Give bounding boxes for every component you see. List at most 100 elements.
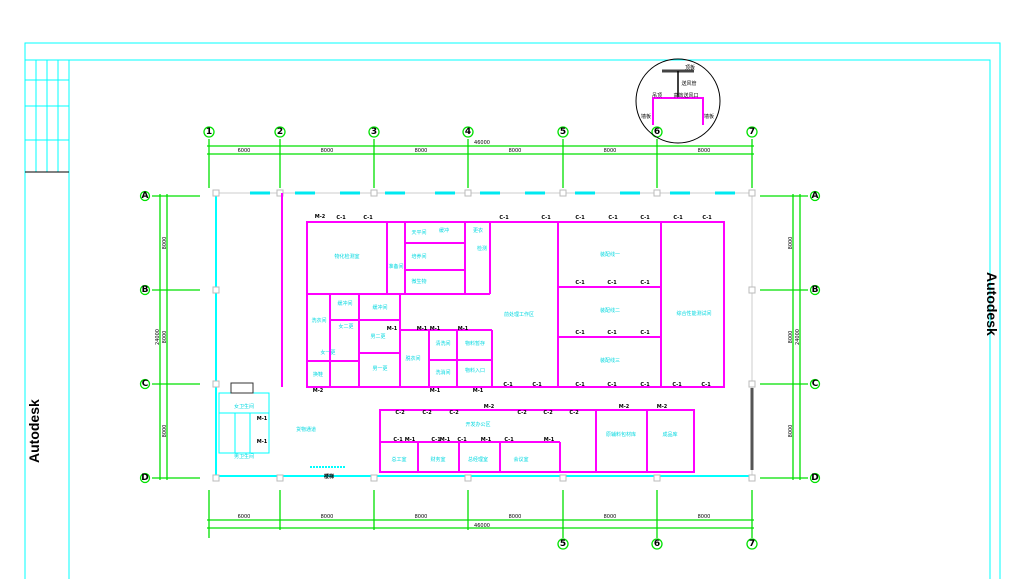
svg-text:M-1: M-1: [473, 388, 484, 394]
svg-text:女卫生间: 女卫生间: [234, 403, 254, 410]
svg-text:C-2: C-2: [517, 410, 527, 416]
svg-text:46000: 46000: [474, 523, 490, 529]
svg-text:C-2: C-2: [569, 410, 579, 416]
svg-text:M-1: M-1: [430, 326, 441, 332]
svg-text:脱衣间: 脱衣间: [405, 355, 420, 362]
svg-text:8000: 8000: [788, 425, 794, 438]
svg-text:会议室: 会议室: [513, 456, 528, 463]
svg-text:A: A: [812, 191, 819, 201]
svg-text:M-2: M-2: [657, 404, 668, 410]
svg-text:8000: 8000: [698, 148, 711, 154]
svg-text:C-1: C-1: [672, 382, 682, 388]
svg-text:C-2: C-2: [395, 410, 405, 416]
svg-text:总经理室: 总经理室: [468, 456, 488, 463]
svg-text:C-2: C-2: [449, 410, 459, 416]
svg-text:C: C: [812, 379, 819, 389]
section-detail: 顶板 送风管 吊顶 高效送风口 墙板 墙板: [635, 58, 721, 144]
svg-text:C-1: C-1: [673, 215, 683, 221]
svg-text:B: B: [812, 285, 819, 295]
svg-text:物料入口: 物料入口: [465, 367, 485, 374]
svg-text:8000: 8000: [698, 514, 711, 520]
svg-text:男一更: 男一更: [372, 366, 387, 372]
svg-text:C-1: C-1: [640, 382, 650, 388]
svg-text:C-1: C-1: [575, 382, 585, 388]
svg-text:6: 6: [654, 127, 660, 137]
exterior-walls: [212, 189, 756, 482]
svg-text:财务室: 财务室: [430, 456, 445, 463]
svg-text:C-1: C-1: [503, 382, 513, 388]
svg-text:D: D: [141, 473, 148, 483]
svg-text:准备间: 准备间: [388, 263, 403, 270]
svg-text:46000: 46000: [474, 140, 490, 146]
svg-text:8000: 8000: [162, 237, 168, 250]
svg-text:M-1: M-1: [257, 439, 268, 445]
svg-text:24000: 24000: [795, 329, 801, 345]
svg-text:C-1: C-1: [640, 280, 650, 286]
svg-text:更衣: 更衣: [473, 227, 483, 234]
outer-frame: [24, 42, 1001, 579]
svg-text:C-1: C-1: [701, 382, 711, 388]
svg-text:M-1: M-1: [544, 437, 555, 443]
interior-walls: [281, 193, 725, 473]
svg-text:男卫生间: 男卫生间: [234, 453, 254, 460]
svg-text:前处理工作区: 前处理工作区: [504, 311, 534, 318]
svg-text:1: 1: [206, 127, 212, 137]
svg-text:检测: 检测: [477, 245, 487, 252]
svg-text:清洗间: 清洗间: [435, 340, 450, 347]
svg-text:C-2: C-2: [543, 410, 553, 416]
svg-text:8000: 8000: [788, 237, 794, 250]
inner-frame: [68, 59, 991, 579]
svg-text:墙板: 墙板: [641, 113, 651, 120]
svg-text:M-1: M-1: [481, 437, 492, 443]
svg-text:楼梯: 楼梯: [324, 473, 334, 480]
svg-text:装配线一: 装配线一: [600, 251, 620, 258]
svg-text:6: 6: [654, 539, 660, 549]
svg-text:C-2: C-2: [422, 410, 432, 416]
brand-right: Autodesk: [984, 272, 1000, 336]
svg-text:M-1: M-1: [430, 388, 441, 394]
svg-text:货物通道: 货物通道: [296, 426, 316, 433]
svg-text:8000: 8000: [415, 514, 428, 520]
svg-text:4: 4: [465, 127, 471, 137]
svg-text:D: D: [811, 473, 818, 483]
svg-text:5: 5: [560, 127, 566, 137]
svg-text:8000: 8000: [162, 331, 168, 344]
svg-text:M-1: M-1: [458, 326, 469, 332]
svg-text:开发办公区: 开发办公区: [465, 421, 490, 428]
svg-text:B: B: [142, 285, 149, 295]
svg-text:物料暂存: 物料暂存: [465, 340, 485, 347]
svg-text:C-1: C-1: [457, 437, 467, 443]
svg-text:缓冲间: 缓冲间: [337, 300, 352, 307]
title-block: [24, 59, 70, 173]
svg-text:5: 5: [560, 539, 566, 549]
svg-text:微生物: 微生物: [411, 278, 426, 285]
svg-text:男二更: 男二更: [370, 334, 385, 340]
svg-text:7: 7: [749, 539, 755, 549]
svg-text:顶板: 顶板: [685, 64, 695, 71]
svg-text:C-1: C-1: [499, 215, 509, 221]
svg-text:C-1: C-1: [575, 215, 585, 221]
svg-text:8000: 8000: [162, 425, 168, 438]
svg-text:8000: 8000: [509, 514, 522, 520]
svg-text:C: C: [142, 379, 149, 389]
svg-text:7: 7: [749, 127, 755, 137]
svg-text:M-1: M-1: [405, 437, 416, 443]
svg-text:C-1: C-1: [363, 215, 373, 221]
svg-text:3: 3: [371, 127, 377, 137]
svg-text:M-1: M-1: [387, 326, 398, 332]
svg-text:女一更: 女一更: [320, 349, 335, 356]
svg-text:C-1: C-1: [607, 330, 617, 336]
svg-text:吊顶: 吊顶: [652, 93, 662, 99]
svg-text:6000: 6000: [238, 148, 251, 154]
brand-left: Autodesk: [26, 399, 42, 463]
svg-text:缓冲: 缓冲: [439, 227, 449, 234]
svg-text:洗消间: 洗消间: [435, 369, 450, 376]
svg-text:C-1: C-1: [532, 382, 542, 388]
axis-lines: [152, 139, 808, 538]
svg-text:M-1: M-1: [417, 326, 428, 332]
svg-text:洗衣间: 洗衣间: [311, 317, 326, 324]
svg-text:女二更: 女二更: [338, 323, 353, 330]
